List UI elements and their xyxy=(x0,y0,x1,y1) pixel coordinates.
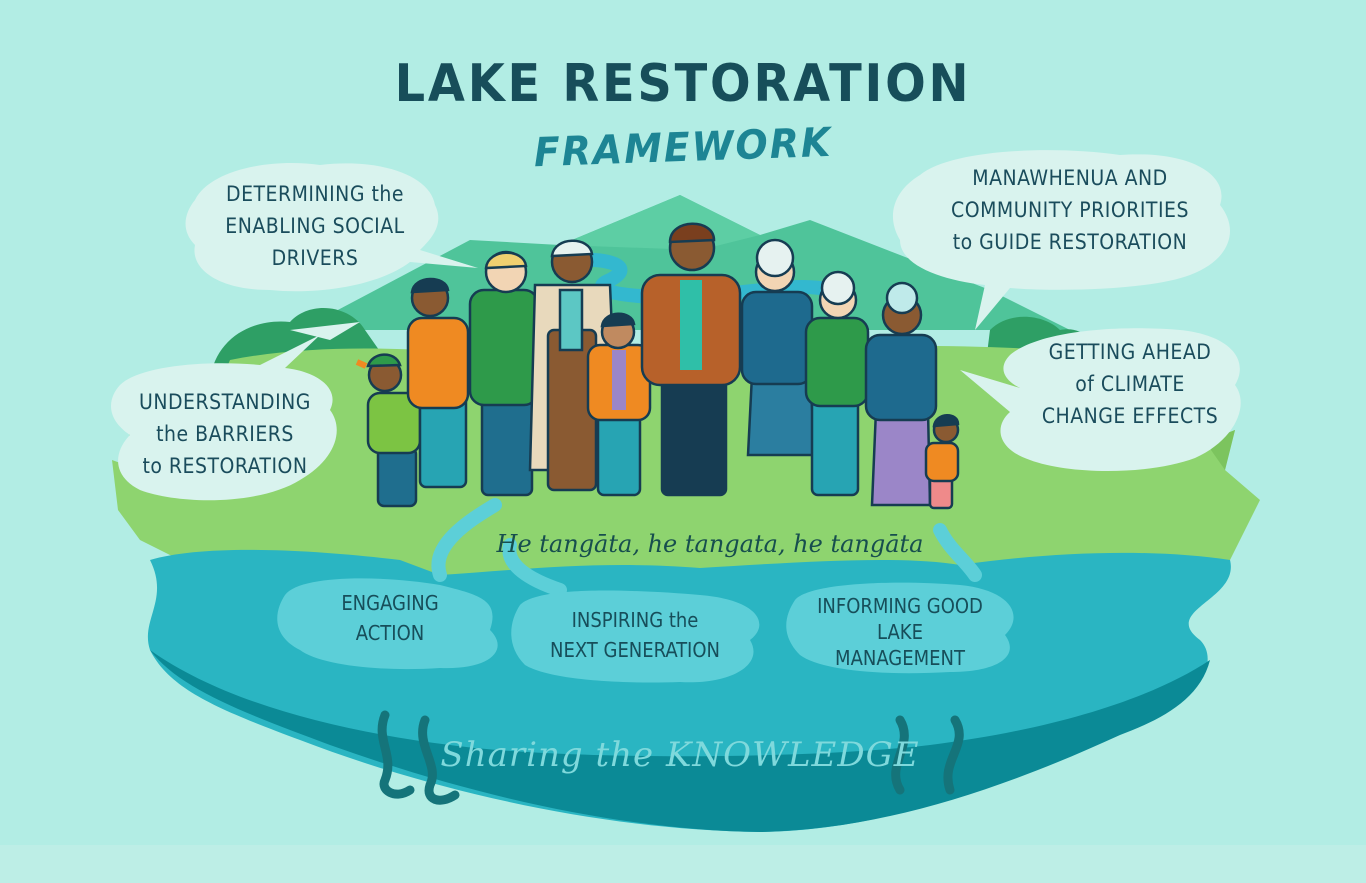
person-elder-cloak xyxy=(528,239,620,492)
pool-line: LAKE xyxy=(877,620,923,644)
person-elder-woman-purple xyxy=(864,281,938,507)
bubble-line: to GUIDE RESTORATION xyxy=(952,230,1188,254)
person-man-brown-jacket xyxy=(640,222,742,497)
bubble-enabling-social-drivers: DETERMINING the ENABLING SOCIAL DRIVERS xyxy=(200,178,430,274)
bubble-line: DETERMINING the xyxy=(226,182,404,206)
seaweed-icon xyxy=(377,710,964,805)
bubble-community-priorities: MANAWHENUA AND COMMUNITY PRIORITIES to G… xyxy=(930,162,1210,258)
pool-line: INFORMING GOOD xyxy=(817,594,983,618)
bubble-line: COMMUNITY PRIORITIES xyxy=(951,198,1189,222)
pools-icon xyxy=(277,578,1014,683)
motto-text: He tangāta, he tangata, he tangāta xyxy=(496,530,924,558)
people-group-icon xyxy=(355,222,960,510)
person-toddler xyxy=(924,414,960,510)
bubble-line: DRIVERS xyxy=(271,246,359,270)
pool-line: ACTION xyxy=(355,621,425,645)
bubble-barriers-to-restoration: UNDERSTANDING the BARRIERS to RESTORATIO… xyxy=(130,386,320,482)
pool-inspiring-next-generation: INSPIRING the NEXT GENERATION xyxy=(530,605,740,665)
pool-line: INSPIRING the xyxy=(571,608,699,632)
pool-engaging-action: ENGAGING ACTION xyxy=(300,588,480,648)
pool-line: NEXT GENERATION xyxy=(550,638,720,662)
person-child-cap xyxy=(355,353,422,508)
person-elder-woman-suit xyxy=(740,238,817,457)
bubble-line: GETTING AHEAD xyxy=(1048,340,1212,364)
background-strip xyxy=(0,845,1366,883)
pool-line: MANAGEMENT xyxy=(835,646,965,670)
person-teen xyxy=(406,277,470,489)
speech-bubbles-icon xyxy=(110,150,1241,501)
bubble-line: MANAWHENUA AND xyxy=(972,166,1168,190)
bubble-line: CHANGE EFFECTS xyxy=(1041,404,1219,428)
person-child-jacket xyxy=(586,312,652,497)
bubble-line: ENABLING SOCIAL xyxy=(225,214,405,238)
person-man-plaid xyxy=(468,250,540,497)
pool-line: ENGAGING xyxy=(341,591,439,615)
diagram-title: LAKE RESTORATION xyxy=(394,54,972,114)
bubble-line: UNDERSTANDING xyxy=(139,390,311,414)
bubble-climate-change: GETTING AHEAD of CLIMATE CHANGE EFFECTS xyxy=(1030,336,1230,432)
bubble-line: the BARRIERS xyxy=(156,422,294,446)
pool-informing-lake-management: INFORMING GOOD LAKE MANAGEMENT xyxy=(800,593,1000,671)
bubble-line: of CLIMATE xyxy=(1075,372,1185,396)
sharing-knowledge-text: Sharing the KNOWLEDGE xyxy=(440,735,920,775)
bubble-line: to RESTORATION xyxy=(142,454,308,478)
person-elder-man-green xyxy=(804,270,870,497)
